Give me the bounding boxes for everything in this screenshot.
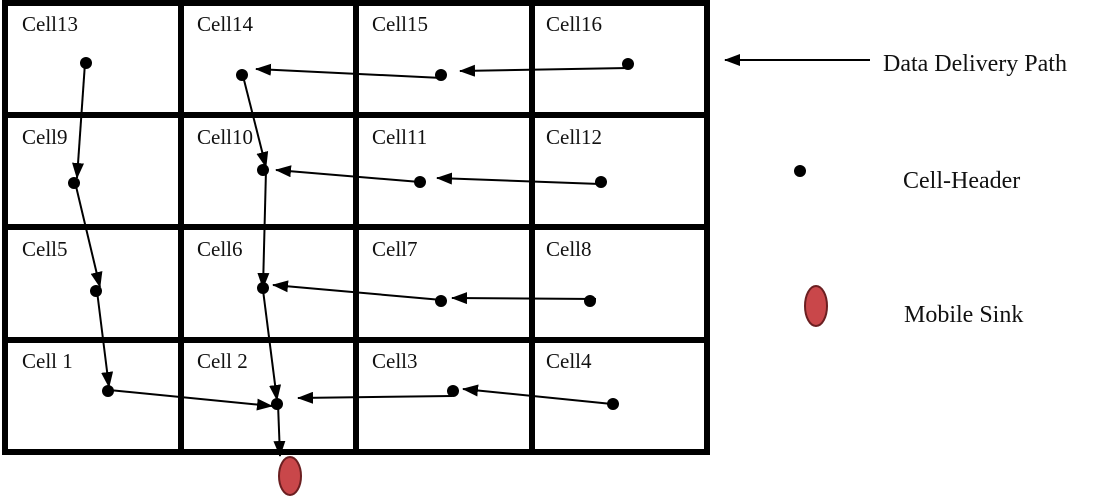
path-arrow-4-to-3 (462, 384, 613, 405)
cell-header-dot-11 (414, 176, 426, 188)
cell-header-dot-2 (271, 398, 283, 410)
cell-header-dot-13 (80, 57, 92, 69)
data-delivery-paths (72, 62, 629, 457)
legend-sink-icon (804, 285, 828, 327)
cell-label-6: Cell6 (197, 237, 243, 261)
cell-header-dot-4 (607, 398, 619, 410)
legend-sink-label: Mobile Sink (904, 302, 1023, 328)
path-arrow-15-to-14 (255, 63, 443, 79)
cell-label-5: Cell5 (22, 237, 68, 261)
cell-label-7: Cell7 (372, 237, 418, 261)
path-arrow-16-to-15 (459, 64, 629, 77)
cell-label-10: Cell10 (197, 125, 253, 149)
mobile-sink-node (278, 456, 302, 496)
cell-header-dot-3 (447, 385, 459, 397)
path-arrow-1-to-2 (108, 389, 273, 411)
path-arrow-12-to-11 (436, 172, 601, 185)
cell-header-dot-10 (257, 164, 269, 176)
legend-header-label: Cell-Header (903, 168, 1020, 194)
cell-header-dot-6 (257, 282, 269, 294)
path-arrow-5-to-1 (96, 290, 114, 388)
path-arrow-11-to-10 (275, 165, 421, 183)
path-arrow-9-to-5 (74, 181, 103, 288)
path-arrow-8-to-7 (451, 292, 597, 305)
legend-path-label: Data Delivery Path (883, 51, 1067, 77)
path-arrow-13-to-9 (72, 62, 86, 179)
legend: Data Delivery Path Cell-Header Mobile Si… (724, 51, 1067, 328)
path-arrow-6-to-2 (262, 289, 282, 401)
cell-header-dot-15 (435, 69, 447, 81)
cell-label-16: Cell16 (546, 12, 602, 36)
cell-label-1: Cell 1 (22, 349, 73, 373)
cell-label-3: Cell3 (372, 349, 418, 373)
cell-label-8: Cell8 (546, 237, 592, 261)
cell-header-dot-1 (102, 385, 114, 397)
path-arrow-2-to-sink (273, 403, 286, 457)
cell-headers (68, 57, 634, 410)
cell-header-dot-8 (584, 295, 596, 307)
path-arrow-3-to-2 (297, 391, 453, 404)
cell-label-4: Cell4 (546, 349, 592, 373)
cell-label-12: Cell12 (546, 125, 602, 149)
cell-label-9: Cell9 (22, 125, 68, 149)
path-arrow-10-to-6 (257, 169, 270, 289)
cell-labels: Cell13 Cell14 Cell15 Cell16 Cell9 Cell10… (22, 12, 602, 373)
cell-header-dot-9 (68, 177, 80, 189)
cell-header-dot-7 (435, 295, 447, 307)
cell-header-dot-16 (622, 58, 634, 70)
cell-label-13: Cell13 (22, 12, 78, 36)
cell-header-dot-12 (595, 176, 607, 188)
cell-label-2: Cell 2 (197, 349, 248, 373)
legend-header-dot (794, 165, 806, 177)
cell-header-dot-14 (236, 69, 248, 81)
cell-label-11: Cell11 (372, 125, 427, 149)
cell-label-15: Cell15 (372, 12, 428, 36)
cell-label-14: Cell14 (197, 12, 253, 36)
cell-header-dot-5 (90, 285, 102, 297)
path-arrow-7-to-6 (272, 280, 443, 301)
grid (2, 0, 710, 455)
path-arrow-14-to-10 (242, 75, 269, 168)
